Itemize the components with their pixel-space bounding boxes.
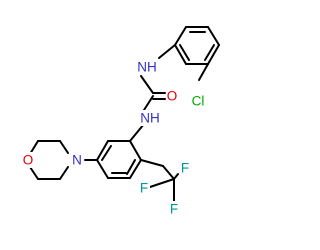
amide-nh-middle-label: NH [140, 111, 160, 126]
fluorine-left-label: F [140, 181, 148, 196]
morpholine-nitrogen-label: N [72, 153, 82, 168]
chlorine-label: Cl [192, 94, 205, 109]
morpholine-oxygen-label: O [23, 153, 34, 168]
fluorine-bottom-label: F [170, 202, 178, 217]
bond-lines [29, 26, 220, 202]
amide-nh-top-label: NH [137, 60, 157, 75]
structure-drawing: NH NH O Cl N O F F F [22, 26, 220, 217]
carbonyl-oxygen-label: O [167, 89, 178, 104]
atom-labels: NH NH O Cl N O F F F [22, 59, 206, 217]
fluorine-right-label: F [181, 161, 189, 176]
